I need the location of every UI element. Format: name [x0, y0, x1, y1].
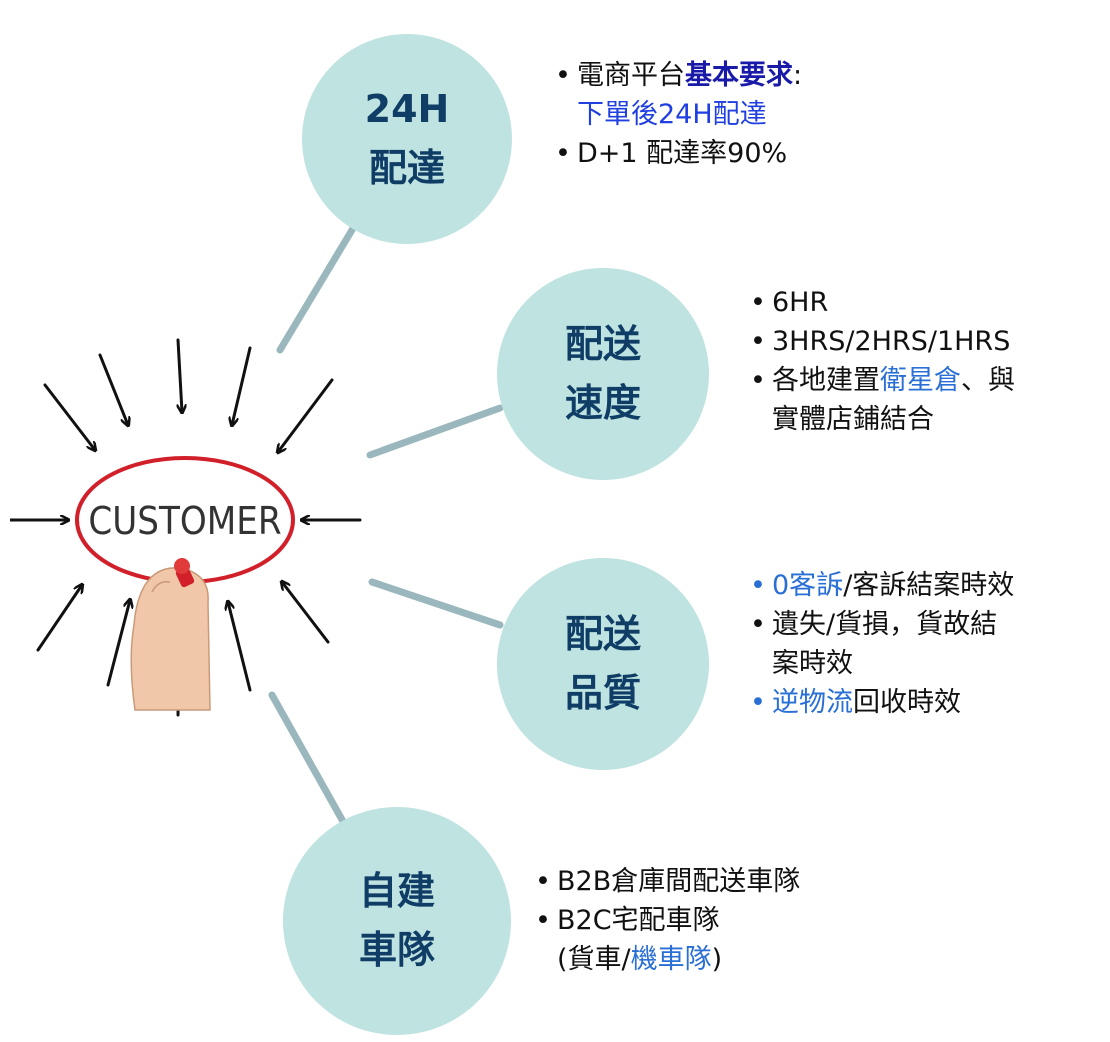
- node-title-line2: 車隊: [358, 928, 435, 972]
- connector-quality: [368, 578, 504, 629]
- node-title-line2: 配達: [368, 146, 445, 190]
- bullet-item: B2B倉庫間配送車隊: [535, 862, 800, 901]
- bullet-item: 各地建置衛星倉、與 實體店鋪結合: [750, 361, 1015, 439]
- node-delivery-speed: 配送 速度: [497, 268, 709, 480]
- node-title-line1: 自建: [358, 869, 435, 914]
- hand-icon: [130, 558, 211, 711]
- bullet-item: 0客訴/客訴結案時效: [750, 566, 1014, 605]
- node-delivery-quality: 配送 品質: [497, 558, 709, 770]
- bullet-item: 遺失/貨損，貨故結 案時效: [750, 605, 1014, 683]
- bullet-item: D+1 配達率90%: [555, 134, 802, 173]
- bullet-item: B2C宅配車隊 (貨車/機車隊): [535, 901, 800, 979]
- bullet-item: 電商平台基本要求: 下單後24H配達: [555, 56, 802, 134]
- bullet-item: 逆物流回收時效: [750, 683, 1014, 722]
- bullets-delivery-quality: 0客訴/客訴結案時效 遺失/貨損，貨故結 案時效 逆物流回收時效: [750, 566, 1014, 723]
- node-own-fleet: 自建 車隊: [283, 807, 511, 1035]
- node-title-line1: 配送: [564, 322, 641, 367]
- node-title-line1: 配送: [564, 612, 641, 657]
- connector-speed: [366, 404, 504, 459]
- node-title-line1: 24H: [364, 87, 450, 132]
- node-title-line2: 速度: [564, 381, 641, 425]
- bullets-own-fleet: B2B倉庫間配送車隊 B2C宅配車隊 (貨車/機車隊): [535, 862, 800, 979]
- bullet-item: 3HRS/2HRS/1HRS: [750, 322, 1015, 361]
- customer-label: CUSTOMER: [88, 499, 281, 543]
- customer-illustration: CUSTOMER: [10, 338, 362, 717]
- connector-24h: [276, 221, 359, 354]
- connector-fleet: [268, 691, 349, 829]
- node-24h-delivery: 24H 配達: [302, 34, 512, 244]
- bullet-item: 6HR: [750, 283, 1015, 322]
- bullets-delivery-speed: 6HR 3HRS/2HRS/1HRS 各地建置衛星倉、與 實體店鋪結合: [750, 283, 1015, 440]
- node-title-line2: 品質: [564, 671, 641, 715]
- bullets-24h-delivery: 電商平台基本要求: 下單後24H配達 D+1 配達率90%: [555, 56, 802, 174]
